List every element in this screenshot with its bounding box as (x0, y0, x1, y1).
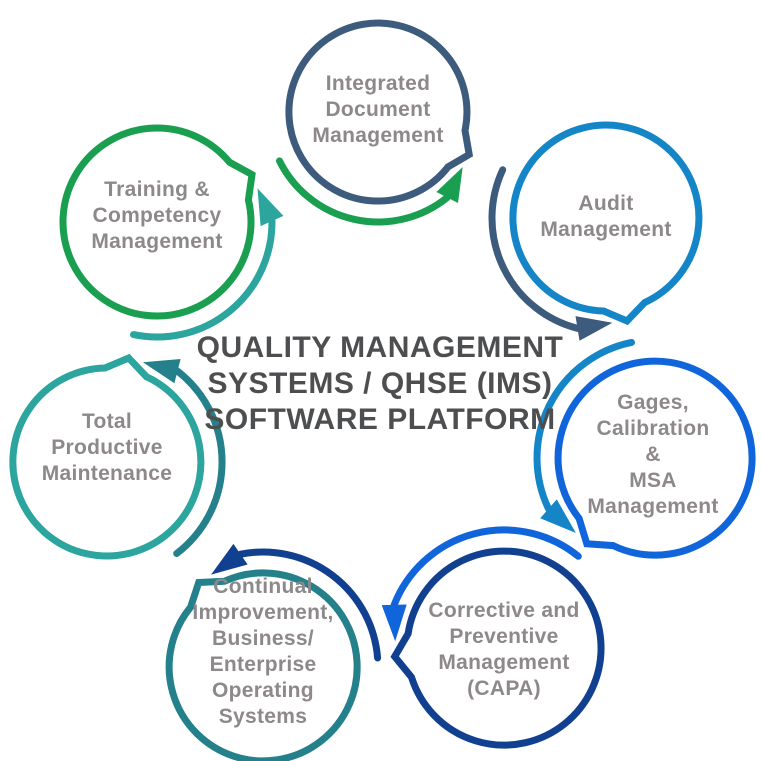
arrow-total-to-training (130, 217, 276, 341)
ring-total-productive-maintenance (9, 353, 205, 560)
ring-audit-management (509, 121, 703, 326)
arrowhead-continual-to-total (142, 359, 181, 384)
arrowhead-training-to-document (436, 167, 463, 203)
arrowhead-document-to-audit (575, 316, 613, 341)
ring-integrated-document-management (285, 19, 474, 205)
arrow-capa-to-continual (237, 548, 382, 662)
arrow-training-to-document (276, 157, 451, 226)
ring-corrective-preventive-management-capa (390, 547, 605, 749)
arrowhead-audit-to-gages (540, 499, 576, 533)
arrow-audit-to-gages (533, 338, 635, 513)
arrowhead-total-to-training (257, 188, 284, 227)
ring-continual-improvement (165, 569, 361, 761)
ring-gages-calibration-msa-management (554, 357, 756, 559)
arrowhead-capa-to-continual (211, 543, 248, 575)
ring-training-competency-management (59, 124, 256, 320)
arrow-document-to-audit (488, 166, 581, 332)
arrow-gages-to-capa (390, 526, 582, 609)
arrow-continual-to-total (173, 367, 226, 557)
arrowhead-gages-to-capa (381, 604, 407, 642)
